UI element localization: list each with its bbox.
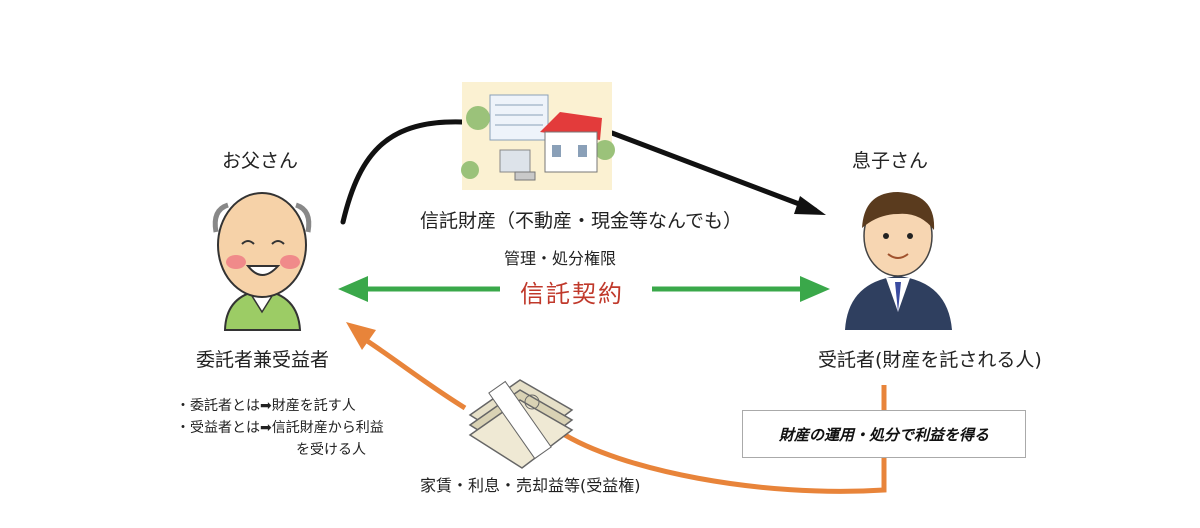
trust-contract-label: 信託契約 <box>520 280 624 308</box>
father-role: 委託者兼受益者 <box>196 349 330 371</box>
benefit-arrowhead <box>346 322 376 350</box>
contract-arrowhead-right <box>800 276 830 302</box>
benefit-arrow-upper <box>356 332 467 411</box>
father-illustration <box>212 192 312 331</box>
father-name: お父さん <box>222 150 299 172</box>
son-role: 受託者(財産を託される人) <box>818 349 1042 371</box>
note-beneficiary-cont: を受ける人 <box>296 442 366 458</box>
property-arc-left <box>340 119 465 225</box>
son-illustration <box>845 192 952 330</box>
property-arrow-right <box>609 130 818 213</box>
beneficiary-rights-label: 家賃・利息・売却益等(受益権) <box>420 476 641 495</box>
profit-box: 財産の運用・処分で利益を得る <box>742 410 1026 458</box>
note-beneficiary: ・受益者とは➡信託財産から利益 <box>176 420 384 436</box>
property-arrowhead <box>794 196 826 215</box>
authority-label: 管理・処分権限 <box>504 249 617 268</box>
contract-arrowhead-left <box>338 276 368 302</box>
property-illustration <box>461 82 615 190</box>
son-name: 息子さん <box>852 150 929 172</box>
trust-property-label: 信託財産（不動産・現金等なんでも） <box>420 210 743 232</box>
note-settlor: ・委託者とは➡財産を託す人 <box>176 398 356 414</box>
money-illustration <box>468 379 574 469</box>
profit-label: 財産の運用・処分で利益を得る <box>778 425 989 444</box>
benefit-arrow <box>558 385 887 494</box>
